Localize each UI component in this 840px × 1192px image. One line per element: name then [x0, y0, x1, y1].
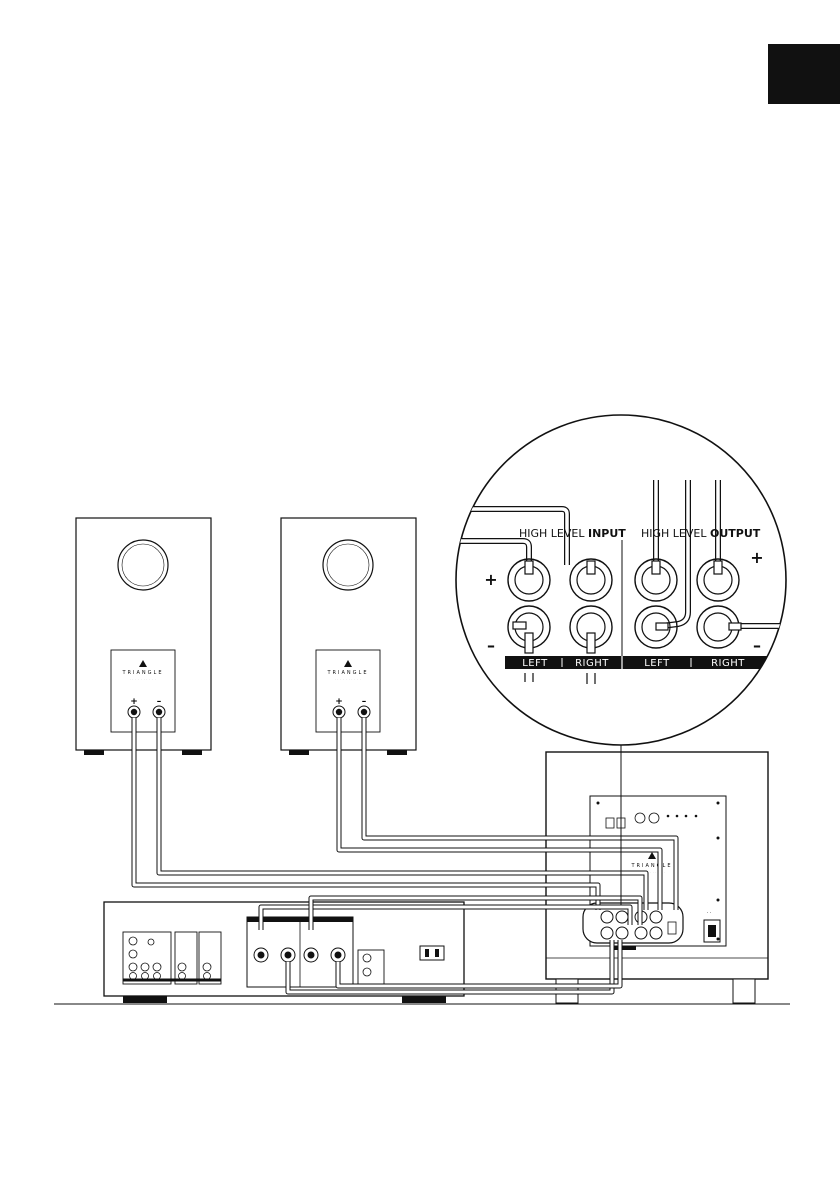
zoom-detail: HIGH LEVEL INPUT HIGH LEVEL OUTPUT + – +… — [456, 415, 790, 745]
channel-label-input-left: LEFT — [522, 658, 548, 669]
minus-sign-input: – — [487, 636, 495, 655]
speaker-brand: TRIANGLE — [327, 670, 369, 676]
minus-label: – — [362, 697, 367, 707]
svg-text:· · · · · · · · · ·: · · · · · · · · · · — [335, 678, 362, 681]
svg-text:· · · · · · · · · ·: · · · · · · · · · · — [130, 678, 157, 681]
minus-sign-output: – — [753, 636, 761, 655]
subwoofer-brand: TRIANGLE — [631, 863, 673, 869]
high-level-output-label: HIGH LEVEL OUTPUT — [641, 527, 761, 540]
channel-label-output-left: LEFT — [644, 658, 670, 669]
subwoofer: TRIANGLE · · · · · · · · · · · · — [546, 752, 768, 1003]
plus-sign-input: + — [484, 570, 497, 589]
plus-sign-output: + — [750, 548, 763, 567]
svg-text:· ·: · · — [707, 910, 712, 916]
channel-label-output-right: RIGHT — [711, 658, 745, 669]
speaker-brand: TRIANGLE — [122, 670, 164, 676]
speaker-right: TRIANGLE · · · · · · · · · · + – — [281, 518, 416, 755]
channel-label-input-right: RIGHT — [575, 658, 609, 669]
speaker-left: TRIANGLE · · · · · · · · · · + – — [76, 518, 211, 755]
minus-label: – — [157, 697, 162, 707]
high-level-input-label: HIGH LEVEL INPUT — [519, 527, 626, 540]
